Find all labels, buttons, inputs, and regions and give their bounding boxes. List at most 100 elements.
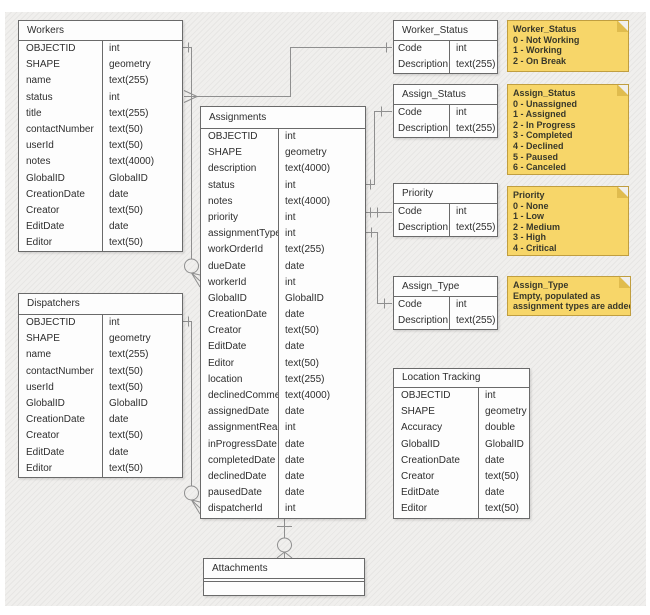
field-type: int <box>285 179 296 191</box>
field-name: OBJECTID <box>394 388 479 405</box>
field-type: double <box>485 422 516 434</box>
field-type: text(50) <box>109 237 143 249</box>
field-name: inProgressDate <box>201 436 279 453</box>
field-name: status <box>201 177 279 194</box>
note-title: Priority <box>513 190 545 200</box>
field-row: notes text(4000) <box>201 193 365 210</box>
field-name: EditDate <box>19 219 103 236</box>
field-type: text(50) <box>109 140 143 152</box>
field-name: notes <box>201 193 279 210</box>
field-type: date <box>109 221 129 233</box>
empty-row <box>204 581 364 595</box>
field-name: CreationDate <box>394 452 479 469</box>
field-type: int <box>285 228 296 240</box>
field-name: Code <box>394 41 450 57</box>
field-row: declinedCommenttext(4000) <box>201 388 365 405</box>
note-line: 4 - Critical <box>513 242 557 253</box>
field-name: status <box>19 89 103 106</box>
field-type: text(4000) <box>285 195 331 207</box>
field-name: Editor <box>19 460 103 477</box>
field-type: text(50) <box>109 462 143 474</box>
note-title: Assign_Status <box>513 88 576 98</box>
field-type: date <box>285 470 305 482</box>
field-type: text(4000) <box>285 390 331 401</box>
note-line: 0 - Unassigned <box>513 98 578 109</box>
field-name: OBJECTID <box>19 315 103 332</box>
field-name: assignmentType <box>201 226 279 243</box>
field-type: date <box>285 309 305 321</box>
field-row: assignmentType int <box>201 226 365 243</box>
note-line: 3 - Completed <box>513 130 573 141</box>
field-row: Editor text(50) <box>19 235 182 252</box>
field-name: assignedDate <box>201 404 279 421</box>
field-type: geometry <box>485 406 527 418</box>
field-type: text(50) <box>285 325 319 337</box>
field-type: date <box>109 446 129 458</box>
field-name: workerId <box>201 274 279 291</box>
field-type: date <box>285 438 305 450</box>
field-row: CreationDate date <box>394 452 529 469</box>
field-name: GlobalID <box>19 170 103 187</box>
field-type: geometry <box>109 333 151 345</box>
field-type: geometry <box>285 147 327 159</box>
note-title: Worker_Status <box>513 24 577 34</box>
field-row: SHAPE geometry <box>394 404 529 421</box>
field-name: pausedDate <box>201 485 279 502</box>
field-type: GlobalID <box>485 438 524 450</box>
field-type: text(50) <box>109 123 143 135</box>
field-type: text(255) <box>456 222 496 233</box>
field-type: date <box>485 454 505 466</box>
table-body <box>204 581 364 595</box>
field-name: Editor <box>19 235 103 252</box>
field-name: title <box>19 105 103 122</box>
field-name: name <box>19 347 103 364</box>
field-type: date <box>485 487 505 499</box>
field-type: GlobalID <box>109 397 148 409</box>
note-line: assignment types are added <box>513 301 631 312</box>
note-line: 1 - Low <box>513 211 544 222</box>
field-name: Accuracy <box>394 420 479 437</box>
field-name: Creator <box>394 468 479 486</box>
note-line: 5 - Paused <box>513 151 559 162</box>
field-type: text(255) <box>109 349 149 361</box>
table-title: Worker_Status <box>394 21 497 41</box>
note-line: 0 - None <box>513 200 549 211</box>
field-name: SHAPE <box>19 57 103 74</box>
table-title: Assign_Type <box>394 277 497 297</box>
field-name: assignmentRead <box>201 420 279 437</box>
field-row: title text(255) <box>19 105 182 122</box>
field-row: name text(255) <box>19 347 182 364</box>
field-type: text(255) <box>109 107 149 119</box>
field-type: date <box>109 188 129 200</box>
table-title: Assign_Status <box>394 85 497 105</box>
field-row: assignmentRead int <box>201 420 365 437</box>
field-name: SHAPE <box>394 404 479 421</box>
field-type: int <box>285 422 296 434</box>
